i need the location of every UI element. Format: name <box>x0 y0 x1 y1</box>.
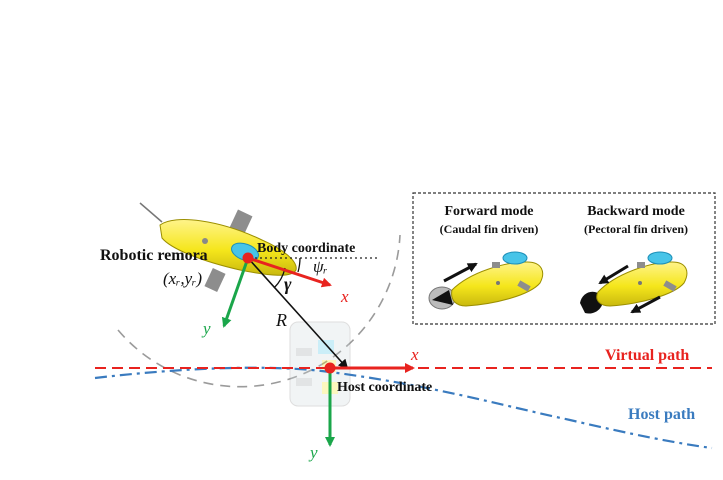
robot-origin-dot <box>242 252 254 264</box>
host-path-label: Host path <box>628 406 695 423</box>
forward-mode-subtitle: (Caudal fin driven) <box>440 222 539 236</box>
robot-name-label: Robotic remora <box>100 247 208 264</box>
radius-label: R <box>275 310 287 330</box>
host-coordinate-label: Host coordinate <box>337 380 432 395</box>
host-y-label: y <box>308 443 318 462</box>
body-x-axis <box>247 256 332 288</box>
backward-arrow-bottom <box>630 295 661 314</box>
psi-label: ψᵣ <box>313 257 328 276</box>
radius-line <box>247 257 349 370</box>
backward-arrow-top <box>598 264 629 285</box>
backward-mode-title: Backward mode <box>587 204 685 219</box>
body-coordinate-label: Body coordinate <box>257 241 355 256</box>
psi-arc <box>297 257 301 273</box>
robot-coord-label: (xᵣ,yᵣ) <box>163 269 202 288</box>
backward-mode-robot <box>580 251 688 314</box>
host-robot-ghost <box>289 321 351 407</box>
forward-mode-robot <box>428 251 544 310</box>
mode-inset: Forward mode (Caudal fin driven) Backwar… <box>412 192 716 325</box>
forward-arrow <box>443 262 478 283</box>
body-y-label: y <box>201 319 211 338</box>
body-x-label: x <box>340 287 349 306</box>
body-y-axis <box>221 257 250 328</box>
host-origin-dot <box>324 362 336 374</box>
forward-mode-title: Forward mode <box>444 204 533 219</box>
gamma-label: γ <box>284 274 292 294</box>
host-x-label: x <box>410 345 419 364</box>
range-circle <box>117 234 401 388</box>
virtual-path-label: Virtual path <box>605 347 689 364</box>
backward-mode-subtitle: (Pectoral fin driven) <box>584 222 688 236</box>
